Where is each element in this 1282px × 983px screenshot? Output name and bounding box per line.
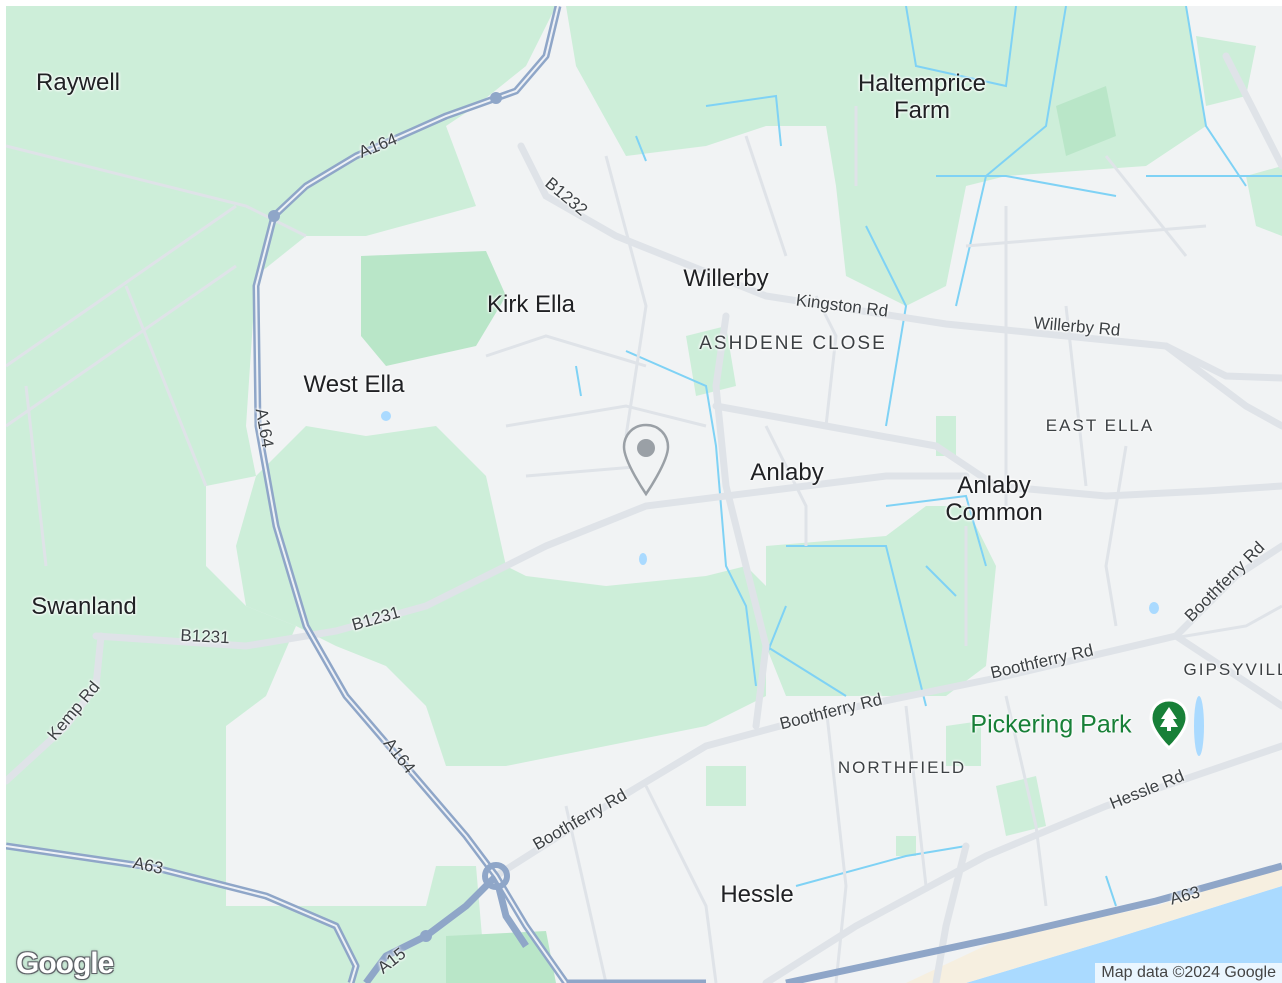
main-roads xyxy=(6,52,1282,983)
park-pin-icon[interactable] xyxy=(1149,698,1189,752)
map-view[interactable]: Raywell Haltemprice Farm Kirk Ella Wille… xyxy=(6,6,1282,983)
place-label-anlaby-common: Anlaby Common xyxy=(945,472,1043,526)
place-label-anlaby: Anlaby xyxy=(750,459,824,486)
google-logo[interactable]: Google xyxy=(16,947,114,980)
place-label-kirk-ella: Kirk Ella xyxy=(486,291,576,318)
location-pin-icon[interactable] xyxy=(620,422,672,498)
map-canvas[interactable] xyxy=(6,6,1282,983)
district-label-ashdene-close: ASHDENE CLOSE xyxy=(699,333,887,354)
map-attribution[interactable]: Map data ©2024 Google xyxy=(1095,963,1282,983)
place-label-haltemprice-farm: Haltemprice Farm xyxy=(857,70,987,124)
district-label-gipsyville: GIPSYVILL xyxy=(1183,660,1282,679)
minor-roads xyxy=(6,106,1282,983)
water xyxy=(381,411,1282,983)
district-label-east-ella: EAST ELLA xyxy=(1045,416,1155,435)
place-label-swanland: Swanland xyxy=(31,593,137,620)
place-label-west-ella: West Ella xyxy=(303,371,405,398)
place-label-willerby: Willerby xyxy=(683,265,769,292)
green-areas xyxy=(6,6,1282,983)
road-label-b1231: B1231 xyxy=(179,625,231,648)
place-label-raywell: Raywell xyxy=(35,69,121,96)
place-label-hessle: Hessle xyxy=(720,881,794,908)
waterways xyxy=(575,6,1282,907)
poi-label-pickering-park[interactable]: Pickering Park xyxy=(970,710,1132,739)
district-label-northfield: NORTHFIELD xyxy=(837,758,967,777)
